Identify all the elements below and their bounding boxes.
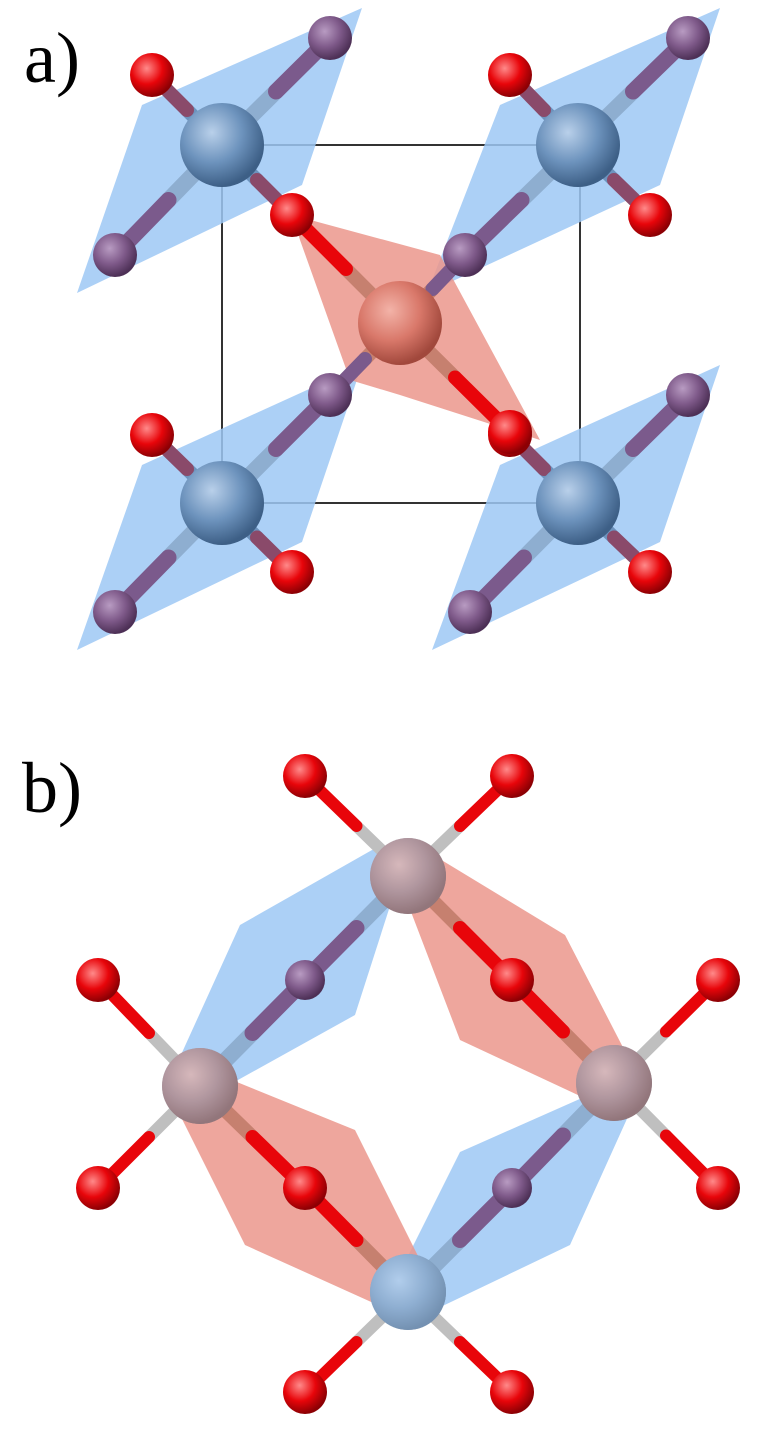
anion-atom <box>93 590 137 634</box>
oxygen-atom <box>283 754 327 798</box>
panel-a-label: a) <box>24 18 80 98</box>
oxygen-atom <box>130 53 174 97</box>
oxygen-atom <box>628 193 672 237</box>
oxygen-atom <box>696 1166 740 1210</box>
metal-atom-2 <box>576 1045 652 1121</box>
anion-atom <box>308 16 352 60</box>
anion-atom <box>93 233 137 277</box>
oxygen-atom <box>76 958 120 1002</box>
anion-atom <box>666 16 710 60</box>
anion-atom <box>448 590 492 634</box>
oxygen-atom <box>130 413 174 457</box>
metal-overlay-left <box>162 1048 238 1124</box>
anion-atom <box>285 960 325 1000</box>
metal-atom-1 <box>370 838 446 914</box>
anion-atom <box>443 233 487 277</box>
blue-polyhedron-top-left <box>165 850 408 1090</box>
blue-cation-atom-4 <box>536 461 620 545</box>
anion-atom <box>492 1168 532 1208</box>
metal-overlay-bottom <box>370 1254 446 1330</box>
oxygen-atom <box>696 958 740 1002</box>
oxygen-atom <box>490 958 534 1002</box>
metal-overlay-top <box>370 838 446 914</box>
oxygen-atom <box>283 1166 327 1210</box>
blue-cation-atom-3 <box>180 461 264 545</box>
oxygen-atom <box>490 754 534 798</box>
metal-overlay-right <box>576 1045 652 1121</box>
panel-b-structure-diagram <box>76 754 740 1414</box>
blue-cation-atom-2 <box>536 103 620 187</box>
oxygen-atom <box>283 1370 327 1414</box>
metal-atom-4 <box>162 1048 238 1124</box>
oxygen-atom <box>628 550 672 594</box>
unit-cell-outline <box>221 144 581 504</box>
oxygen-atom <box>488 53 532 97</box>
anion-atom <box>666 373 710 417</box>
panel-a-structure-diagram <box>77 8 720 650</box>
blue-cation-atom-1 <box>180 103 264 187</box>
oxygen-atom <box>490 1370 534 1414</box>
oxygen-atom <box>488 410 532 454</box>
panel-b-label: b) <box>22 748 82 828</box>
red-cation-atom <box>358 281 442 365</box>
oxygen-atom <box>270 550 314 594</box>
panel-b: b) <box>0 700 784 1446</box>
panel-a: a) <box>0 0 784 700</box>
oxygen-atom <box>76 1166 120 1210</box>
oxygen-atom <box>270 193 314 237</box>
anion-atom <box>308 373 352 417</box>
